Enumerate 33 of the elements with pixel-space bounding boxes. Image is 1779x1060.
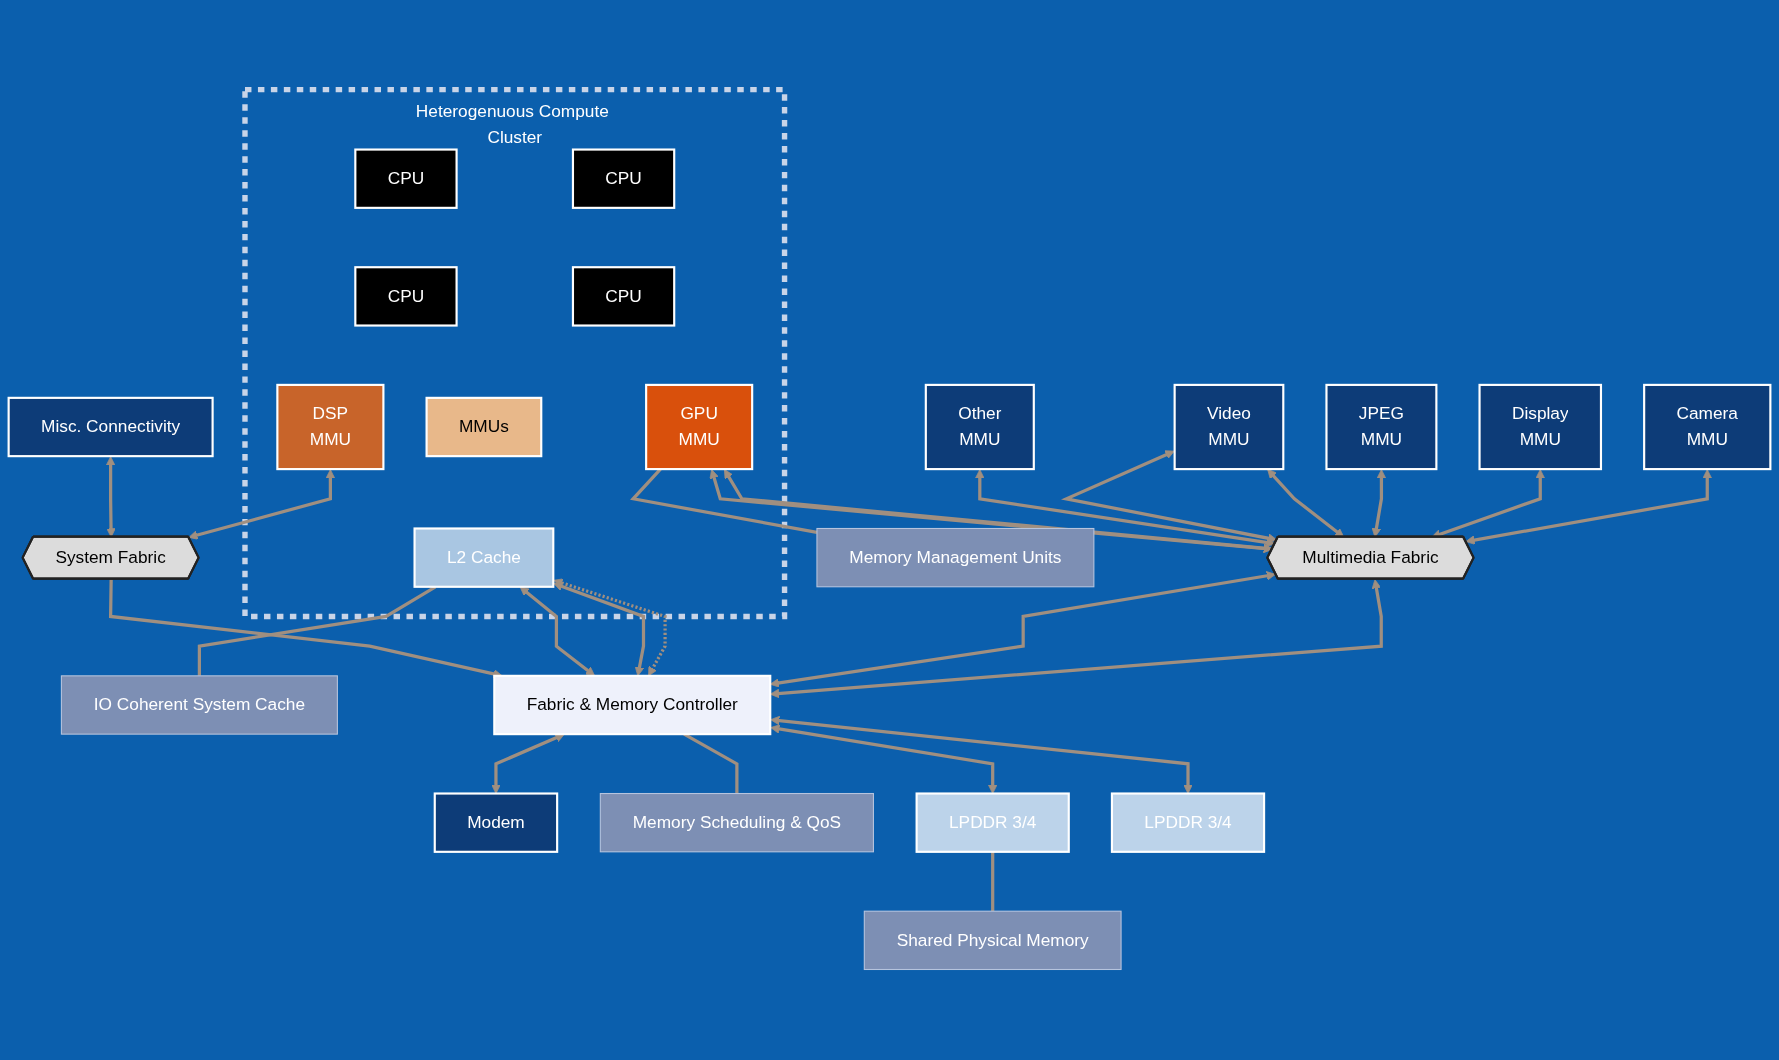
node-box: Shared Physical Memory — [863, 911, 1122, 971]
node-box: Video MMU — [1173, 384, 1285, 471]
node-box: JPEG MMU — [1325, 384, 1438, 471]
node-box: DSP MMU — [276, 384, 385, 471]
node-box: CPU — [571, 266, 676, 328]
node-box: GPU MMU — [645, 384, 754, 471]
node-box: Misc. Connectivity — [7, 397, 214, 458]
node-box: Modem — [433, 792, 559, 854]
arrow — [553, 582, 646, 677]
node-box: IO Coherent System Cache — [60, 675, 338, 736]
arrow — [1267, 469, 1345, 538]
arrow — [1060, 450, 1278, 544]
arrow — [519, 587, 596, 677]
arrow — [975, 469, 1276, 548]
node-box: MMUs — [425, 397, 543, 458]
arrow — [1465, 469, 1712, 546]
node-box: CPU — [354, 266, 458, 328]
arrow — [553, 578, 667, 677]
node-box: Memory Scheduling & QoS — [599, 793, 874, 853]
node-box: Fabric & Memory Controller — [493, 675, 772, 736]
connector — [991, 852, 995, 912]
node-box: Other MMU — [924, 384, 1035, 471]
node-box: LPDDR 3/4 — [915, 792, 1070, 854]
node-box: CPU — [354, 148, 458, 210]
node-box: Memory Management Units — [816, 528, 1095, 588]
node-box: CPU — [571, 148, 676, 210]
node-box: Display MMU — [1478, 384, 1603, 471]
node-box: Camera MMU — [1643, 384, 1772, 471]
arrow — [188, 469, 336, 541]
node-box: LPDDR 3/4 — [1110, 792, 1266, 854]
arrow — [105, 456, 116, 538]
arrow — [1371, 469, 1387, 538]
node-box: L2 Cache — [413, 527, 555, 589]
